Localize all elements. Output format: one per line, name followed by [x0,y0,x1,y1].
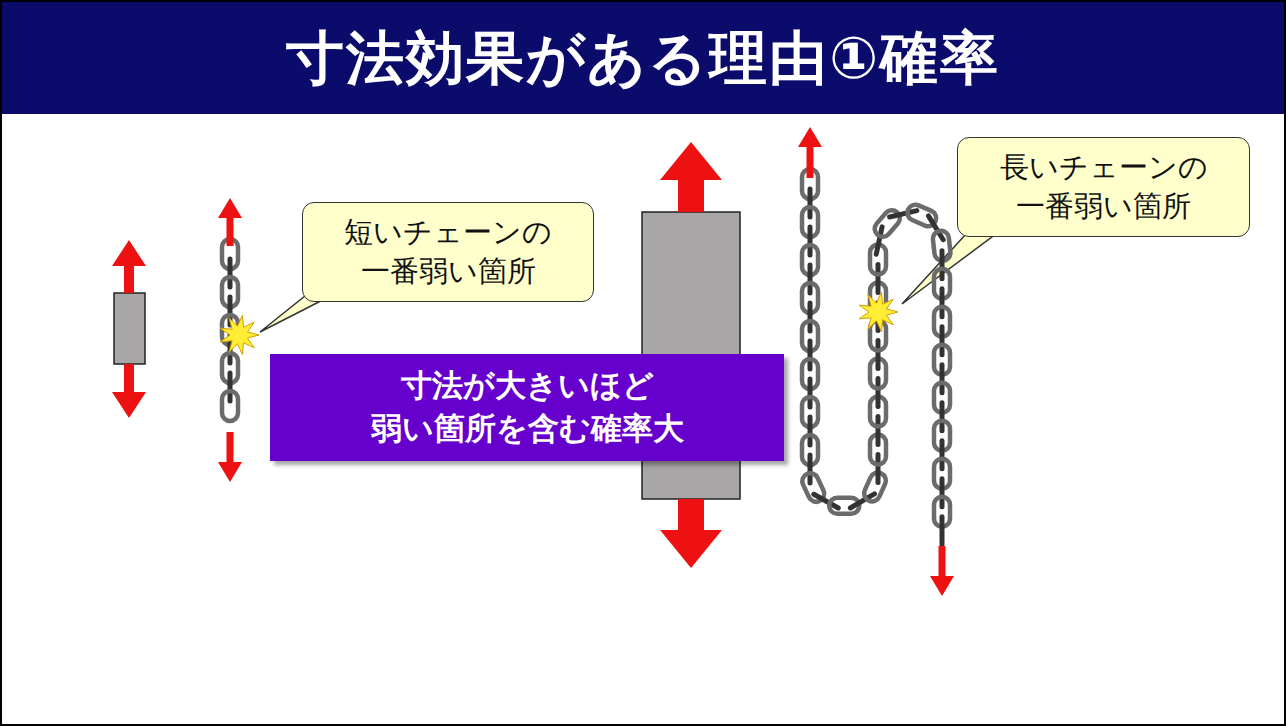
chain-link [808,189,813,217]
chain-link [940,289,945,317]
chain-link [228,373,233,401]
chain-link [222,391,238,421]
force-arrow [112,240,146,293]
chain-link [808,227,813,255]
chain-link [876,416,881,444]
force-arrow [660,499,722,568]
chain-link [890,211,917,217]
chain-link [808,341,813,369]
break-spark [220,315,259,354]
force-arrow [930,546,954,596]
chain-link [940,441,945,469]
chain-link [876,264,881,292]
chain-link [808,303,813,331]
message-box: 寸法が大きいほど 弱い箇所を含む確率大 [270,354,784,461]
box-text: 寸法が大きいほど 弱い箇所を含む確率大 [284,364,770,451]
chain-link [940,403,945,431]
small-specimen [114,293,145,364]
chain-link [876,454,881,482]
chain-link [940,251,945,279]
slide-title: 寸法効果がある理由①確率 [2,2,1284,114]
force-arrow [112,364,146,418]
chain-link [808,265,813,293]
force-arrow [218,432,242,482]
chain-link [228,259,233,287]
chain-link [876,378,881,406]
chain [800,169,952,545]
force-arrow [218,198,242,246]
chain-link [808,455,813,483]
chain-link [940,365,945,393]
chain-link [940,517,945,545]
chain-link [808,417,813,445]
break-spark [859,292,898,331]
chain-link [808,379,813,407]
chain-link [928,216,943,240]
chain-link [876,340,881,368]
callout-box: 短いチェーンの 一番弱い箇所 [302,202,594,302]
chain-link [862,470,889,504]
chain-link [871,207,903,240]
chain-link [940,479,945,507]
box-text: 長いチェーンの 一番弱い箇所 [970,148,1237,226]
chain-guide [810,184,942,540]
force-arrow [660,142,722,212]
chain-link [940,327,945,355]
callout-box: 長いチェーンの 一番弱い箇所 [957,137,1250,237]
force-arrow [798,127,822,178]
box-text: 短いチェーンの 一番弱い箇所 [315,213,581,291]
